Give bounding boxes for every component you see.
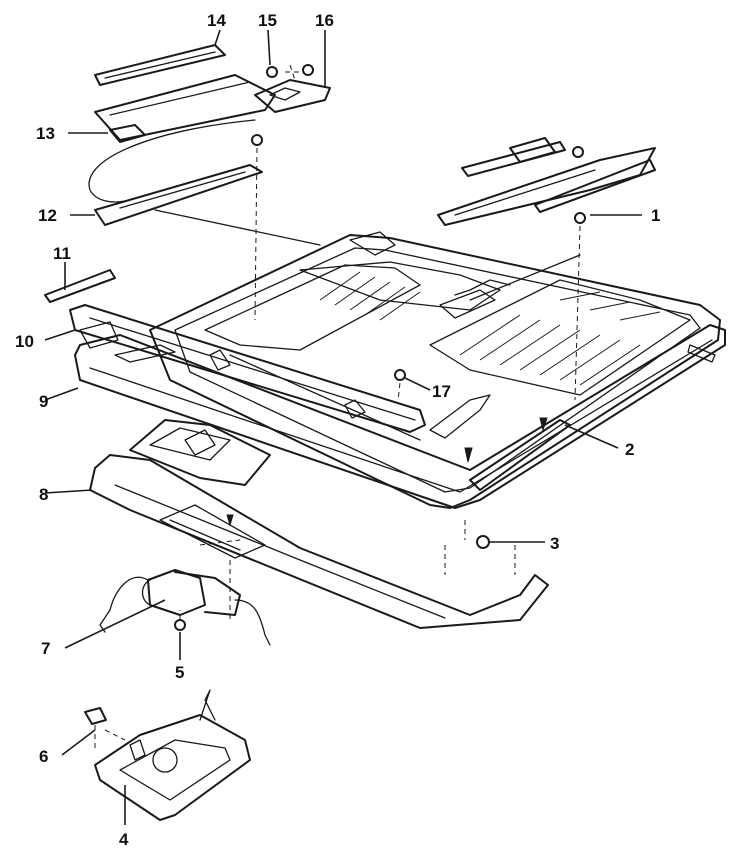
right-guide-rail — [226, 394, 571, 527]
drive-cable — [88, 119, 256, 203]
callout-17: 17 — [432, 382, 451, 401]
drive-motor — [99, 539, 271, 646]
callout-1: 1 — [651, 206, 660, 225]
callout-4: 4 — [119, 830, 129, 849]
front-cross-bar — [69, 304, 426, 433]
leader-lines — [44, 29, 642, 825]
callout-3: 3 — [550, 534, 559, 553]
callout-15: 15 — [258, 11, 277, 30]
callout-10: 10 — [15, 332, 34, 351]
callout-6: 6 — [39, 747, 48, 766]
outer-frame — [74, 324, 726, 509]
callout-9: 9 — [39, 392, 48, 411]
switch-console — [94, 689, 251, 821]
small-bracket — [109, 124, 146, 143]
lower-drain-frame — [89, 454, 549, 629]
switch-clip — [84, 707, 126, 748]
fasteners — [394, 369, 516, 575]
callout-13: 13 — [36, 124, 55, 143]
callout-8: 8 — [39, 485, 48, 504]
callout-2: 2 — [625, 440, 634, 459]
callout-5: 5 — [175, 663, 184, 682]
callout-12: 12 — [38, 206, 57, 225]
callout-11: 11 — [53, 244, 71, 263]
callout-7: 7 — [41, 639, 50, 658]
callout-14: 14 — [207, 11, 226, 30]
small-link-bar — [44, 269, 116, 303]
callout-labels: 1 2 3 4 5 6 7 8 9 10 11 12 13 14 15 16 1… — [15, 11, 660, 849]
left-side-rail — [94, 134, 321, 321]
top-right-track-assembly — [437, 137, 656, 401]
callout-16: 16 — [315, 11, 334, 30]
top-left-track-assembly — [94, 44, 331, 141]
mount-bracket — [129, 419, 271, 486]
